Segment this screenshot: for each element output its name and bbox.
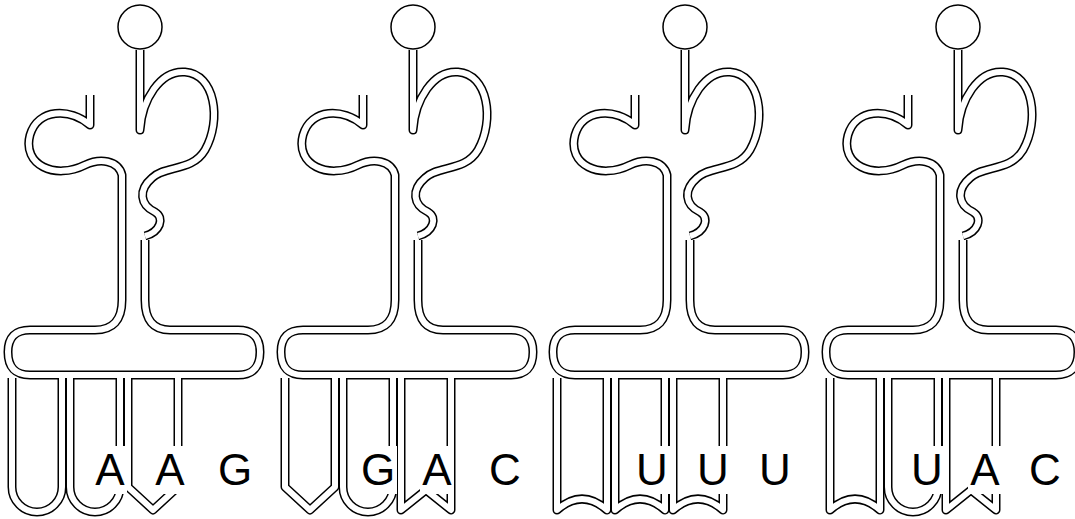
base-letter: G: [216, 446, 254, 494]
base-letter: G: [359, 446, 397, 494]
base-letter: C: [487, 446, 523, 494]
base-letter: A: [420, 446, 453, 494]
base-letter: U: [757, 446, 793, 494]
base-letter: U: [909, 446, 945, 494]
base-letter: A: [93, 446, 126, 494]
base-letter: U: [634, 446, 670, 494]
base-letter: A: [968, 446, 1001, 494]
base-letter: C: [1027, 446, 1063, 494]
base-letter: A: [153, 446, 186, 494]
base-letter: U: [695, 446, 731, 494]
